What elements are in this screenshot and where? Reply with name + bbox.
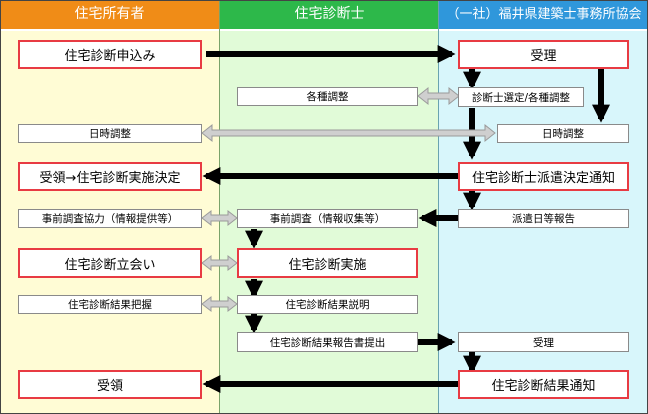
accept1-box: 受理 [458, 40, 629, 69]
lane-owner: 住宅所有者 [0, 0, 219, 414]
lane-header-owner: 住宅所有者 [0, 0, 219, 31]
explain-box: 住宅診断結果説明 [237, 295, 418, 314]
receive-box: 受領 [18, 370, 202, 399]
accept2-box: 受理 [458, 332, 629, 352]
exchange-date [201, 123, 496, 143]
various-coord-box: 各種調整 [237, 87, 418, 106]
execute-box: 住宅診断実施 [237, 248, 418, 278]
lane-header-inspector: 住宅診断士 [220, 0, 439, 31]
date-owner-box: 日時調整 [18, 124, 202, 143]
exchange-various-select [417, 86, 460, 106]
result-notice-box: 住宅診断結果通知 [458, 370, 629, 399]
attend-box: 住宅診断立会い [18, 248, 202, 278]
exchange-grasp [201, 295, 238, 313]
lane-header-association: （一社）福井県建築士事務所協会 [439, 0, 648, 31]
grasp-box: 住宅診断結果把握 [18, 295, 202, 314]
select-box: 診断士選定/各種調整 [458, 87, 584, 107]
dispatch-report-box: 派遣日等報告 [458, 209, 629, 228]
submit-box: 住宅診断結果報告書提出 [237, 332, 418, 352]
exchange-precoop [201, 209, 238, 227]
apply-box: 住宅診断申込み [18, 40, 202, 69]
dispatch-notice-box: 住宅診断士派遣決定通知 [458, 162, 629, 191]
pre-survey-box: 事前調査（情報収集等） [237, 209, 418, 228]
pre-coop-box: 事前調査協力（情報提供等） [18, 209, 202, 228]
exchange-attend [201, 254, 238, 272]
date-assoc-box: 日時調整 [497, 124, 629, 143]
receive-decision-box: 受領→住宅診断実施決定 [18, 162, 202, 191]
